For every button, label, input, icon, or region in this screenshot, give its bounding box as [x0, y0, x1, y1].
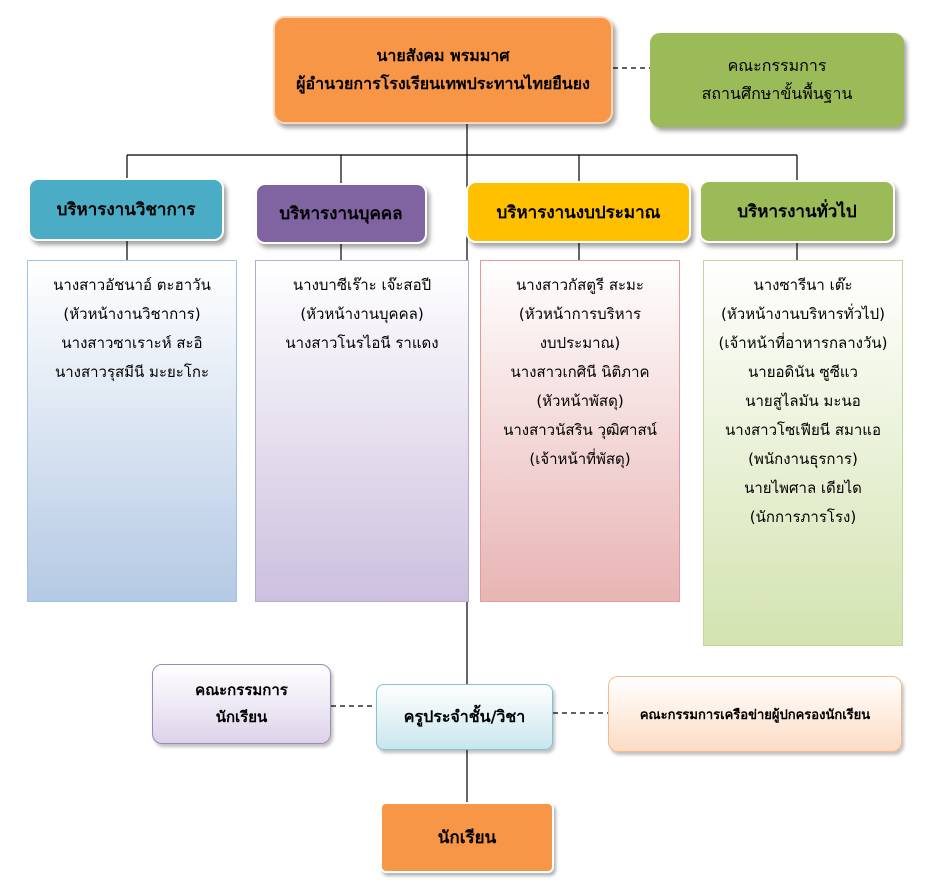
member-line: นางสาวโซเฟียนี สมาแอ: [725, 421, 881, 439]
teachers-box: ครูประจำชั้น/วิชา: [376, 684, 553, 750]
director-title: ผู้อำนวยการโรงเรียนเทพประทานไทยยืนยง: [296, 74, 590, 93]
parent-network-box: คณะกรรมการเครือข่ายผู้ปกครองนักเรียน: [608, 676, 902, 752]
director-name: นายสังคม พรมมาศ: [376, 46, 510, 65]
member-line: นางบาซีเร๊าะ เจ๊ะสอปี: [292, 276, 432, 294]
member-line: นายอดินัน ซูซีแว: [748, 363, 858, 381]
member-line: นายไพศาล เดียได: [744, 479, 862, 497]
dept-budget-members: นางสาวกัสตูรี สะมะ (หัวหน้าการบริหาร งบป…: [480, 260, 680, 602]
member-line: (หัวหน้าการบริหาร: [518, 305, 642, 323]
student-committee-line1: คณะกรรมการ: [195, 681, 288, 699]
member-line: (นักการภารโรง): [749, 508, 857, 526]
member-line: นางสาวกัสตูรี สะมะ: [516, 276, 644, 294]
dept-general-header: บริหารงานทั่วไป: [699, 180, 895, 243]
member-line: นายสูไลมัน มะนอ: [745, 392, 861, 410]
parent-network-label: คณะกรรมการเครือข่ายผู้ปกครองนักเรียน: [639, 707, 871, 723]
dept-academic-members: นางสาวอัชนาอ์ ตะฮาวัน (หัวหน้างานวิชาการ…: [27, 260, 237, 602]
student-committee-line2: นักเรียน: [215, 708, 268, 726]
dept-academic-header: บริหารงานวิชาการ: [28, 178, 224, 241]
member-line: นางสาวนัสริน วุฒิศาสน์: [503, 421, 657, 439]
member-line: (หัวหน้างานบุคคล): [300, 305, 424, 323]
board-line2: สถานศึกษาขั้นพื้นฐาน: [701, 84, 853, 103]
dept-personnel-members: นางบาซีเร๊าะ เจ๊ะสอปี (หัวหน้างานบุคคล) …: [255, 260, 469, 602]
dept-personnel-header: บริหารงานบุคคล: [255, 183, 427, 244]
member-line: นางสาวรุสมีนี มะยะโกะ: [54, 363, 210, 381]
dept-budget-title: บริหารงานงบประมาณ: [496, 202, 661, 223]
member-line: (เจ้าหน้าที่อาหารกลางวัน): [718, 334, 888, 352]
member-line: นางสาวโนรไอนี ราแดง: [285, 334, 439, 352]
member-line: (พนักงานธุรการ): [748, 450, 858, 468]
dept-general-members: นางซารีนา เต๊ะ (หัวหน้างานบริหารทั่วไป) …: [703, 260, 903, 646]
students-box: นักเรียน: [380, 802, 554, 873]
board-box: คณะกรรมการ สถานศึกษาขั้นพื้นฐาน: [650, 33, 904, 127]
member-line: งบประมาณ): [539, 334, 621, 352]
director-box: นายสังคม พรมมาศ ผู้อำนวยการโรงเรียนเทพปร…: [273, 16, 613, 124]
dept-general-title: บริหารงานทั่วไป: [737, 202, 857, 222]
member-line: (หัวหน้าพัสดุ): [536, 392, 624, 410]
member-line: (หัวหน้างานวิชาการ): [63, 305, 201, 323]
dept-budget-header: บริหารงานงบประมาณ: [466, 181, 691, 243]
students-label: นักเรียน: [437, 828, 497, 848]
student-committee-box: คณะกรรมการ นักเรียน: [152, 664, 331, 744]
member-line: (เจ้าหน้าที่พัสดุ): [529, 450, 631, 468]
teachers-label: ครูประจำชั้น/วิชา: [403, 706, 526, 726]
member-line: นางสาวซาเราะห์ สะอิ: [61, 334, 203, 352]
member-line: นางสาวอัชนาอ์ ตะฮาวัน: [53, 276, 211, 294]
member-line: (หัวหน้างานบริหารทั่วไป): [721, 305, 885, 323]
member-line: นางซารีนา เต๊ะ: [753, 276, 853, 294]
member-line: นางสาวเกศินี นิติภาค: [510, 363, 650, 381]
dept-academic-title: บริหารงานวิชาการ: [56, 200, 196, 220]
dept-personnel-title: บริหารงานบุคคล: [279, 204, 403, 224]
board-line1: คณะกรรมการ: [727, 56, 827, 75]
